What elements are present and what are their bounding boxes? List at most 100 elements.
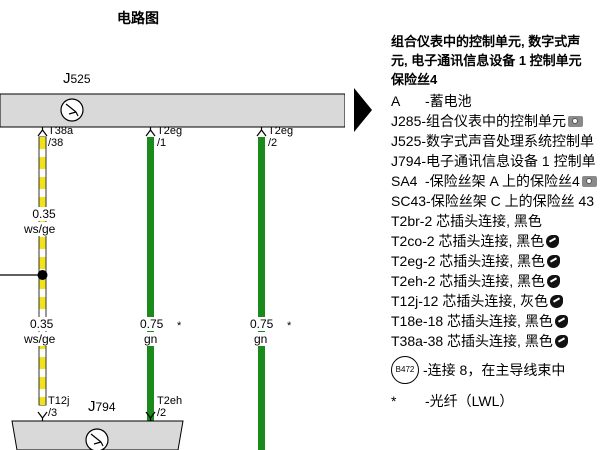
legend-desc: -保险丝架 A 上的保险丝4 — [425, 173, 580, 189]
plug-icon[interactable] — [547, 254, 561, 268]
j525-number: 525 — [70, 72, 91, 86]
legend-code: T12j — [391, 293, 419, 309]
legend-code: * — [391, 393, 397, 409]
j525-label: J525 — [63, 70, 91, 87]
wire-gn-2[interactable] — [258, 137, 265, 450]
legend-item: T2eh -2 芯插头连接, 黑色 — [391, 271, 604, 291]
pin-t2eg-2-top: T2eg — [268, 125, 294, 137]
pin-t38a-bot: /38 — [48, 137, 64, 149]
camera-icon[interactable] — [568, 115, 584, 127]
pin-t2eg-2: T2eg /2 — [268, 125, 293, 149]
arrow-right-icon — [354, 88, 372, 132]
camera-icon[interactable] — [581, 175, 597, 187]
legend-item: SA4 -保险丝架 A 上的保险丝4 — [391, 171, 604, 191]
legend-item-star: * -光纤（LWL） — [391, 391, 604, 411]
legend-code: SA4 — [391, 173, 418, 189]
wire-label-4-size: 0.75 — [250, 317, 274, 331]
pin-t38a: T38a /38 — [48, 125, 73, 149]
legend-code: T2co — [391, 233, 423, 249]
j525-box[interactable] — [0, 93, 345, 128]
legend-code: J525 — [391, 133, 422, 149]
legend-desc: -38 芯插头连接, 黑色 — [422, 333, 553, 349]
legend-code: T2br — [391, 213, 420, 229]
legend-item: T12j -12 芯插头连接, 灰色 — [391, 291, 604, 311]
legend-code: J794 — [391, 153, 422, 169]
legend-item-b472: B472 -连接 8，在主导线束中 — [391, 355, 604, 385]
pin-t12j: T12j /3 — [48, 395, 69, 419]
legend-header-1: 组合仪表中的控制单元, 数字式声 — [391, 34, 581, 49]
legend-code: SC43 — [391, 193, 427, 209]
legend-item: T2co -2 芯插头连接, 黑色 — [391, 231, 604, 251]
plug-icon[interactable] — [547, 274, 561, 288]
legend-item: J794 -电子通讯信息设备 1 控制单 — [391, 151, 604, 171]
pin-t12j-top: T12j — [48, 395, 70, 407]
legend-item: J285 -组合仪表中的控制单元 — [391, 111, 604, 131]
wire-label-3-color: gn — [144, 332, 158, 346]
legend-code: T2eg — [391, 253, 423, 269]
pin-t2eg-1-bot: /1 — [157, 137, 167, 149]
wire-label-1-color: ws/ge — [24, 222, 56, 236]
legend-desc: -18 芯插头连接, 黑色 — [422, 313, 553, 329]
legend-desc: -2 芯插头连接, 黑色 — [422, 253, 546, 269]
plug-icon[interactable] — [554, 314, 568, 328]
j525-ground-icon — [60, 98, 84, 122]
j794-number: 794 — [95, 400, 116, 414]
legend-item: T2eg -2 芯插头连接, 黑色 — [391, 251, 604, 271]
pin-t2eh-bot: /2 — [157, 407, 167, 419]
legend-code: T18e — [391, 313, 423, 329]
legend-desc: -保险丝架 C 上的保险丝 43 — [426, 193, 595, 209]
diagram-title: 电路图 — [117, 10, 159, 26]
j794-ground-icon — [85, 428, 109, 450]
legend-code: J285 — [391, 113, 422, 129]
b472-circle: B472 — [391, 356, 419, 384]
plug-icon[interactable] — [546, 234, 560, 248]
circuit-svg — [0, 93, 345, 450]
wire-gn-1[interactable] — [147, 137, 154, 450]
legend-desc: -12 芯插头连接, 灰色 — [418, 293, 549, 309]
legend-header-3: 保险丝4 — [391, 72, 438, 87]
legend-item: A -蓄电池 — [391, 91, 604, 111]
wire-label-2-color: ws/ge — [24, 332, 56, 346]
pin-t2eg-1: T2eg /1 — [157, 125, 182, 149]
legend-panel: 组合仪表中的控制单元, 数字式声 元, 电子通讯信息设备 1 控制单元 保险丝4… — [391, 32, 604, 411]
legend-item: T2br -2 芯插头连接, 黑色 — [391, 211, 604, 231]
legend-item: SC43 -保险丝架 C 上的保险丝 43 — [391, 191, 604, 211]
pin-t2eh-top: T2eh — [157, 395, 183, 407]
legend-header-2: 元, 电子通讯信息设备 1 控制单元 — [391, 53, 582, 68]
pin-t2eh: T2eh /2 — [157, 395, 182, 419]
wire-label-2-size: 0.35 — [30, 317, 54, 331]
plug-icon[interactable] — [550, 294, 564, 308]
legend-desc: -2 芯插头连接, 黑色 — [422, 273, 546, 289]
legend-desc: -电子通讯信息设备 1 控制单 — [421, 153, 596, 169]
wire-label-4-color: gn — [254, 332, 268, 346]
legend-list: A -蓄电池 J285 -组合仪表中的控制单元 J525 -数字式声音处理系统控… — [391, 91, 604, 411]
legend-code: T2eh — [391, 273, 423, 289]
legend-desc: -光纤（LWL） — [425, 393, 514, 409]
pin-t12j-bot: /3 — [48, 407, 58, 419]
wire-label-3-mark: * — [177, 320, 182, 332]
legend-desc: -2 芯插头连接, 黑色 — [422, 233, 545, 249]
legend-code: A — [391, 93, 401, 109]
legend-item: J525 -数字式声音处理系统控制单 — [391, 131, 604, 151]
pin-t2eg-1-top: T2eg — [157, 125, 183, 137]
legend-desc: -2 芯插头连接, 黑色 — [419, 213, 542, 229]
wire-label-4-mark: * — [287, 320, 292, 332]
legend-desc: -蓄电池 — [425, 93, 472, 109]
splice-dot — [37, 270, 48, 280]
legend-item: T18e -18 芯插头连接, 黑色 — [391, 311, 604, 331]
j525-letter: J — [63, 70, 71, 87]
b472-code: B472 — [395, 365, 415, 374]
legend-item: T38a -38 芯插头连接, 黑色 — [391, 331, 604, 351]
legend-desc: -数字式声音处理系统控制单 — [421, 133, 595, 149]
j794-letter: J — [88, 398, 96, 415]
plug-icon[interactable] — [554, 334, 568, 348]
legend-desc: -连接 8，在主导线束中 — [423, 362, 566, 378]
wire-label-1: 0.35 — [30, 207, 58, 221]
wire-label-1-size: 0.35 — [32, 207, 56, 221]
legend-desc: -组合仪表中的控制单元 — [421, 113, 567, 129]
j794-label: J794 — [88, 398, 116, 415]
wire-label-3-size: 0.75 — [140, 317, 164, 331]
pin-t38a-top: T38a — [48, 125, 74, 137]
pin-t2eg-2-bot: /2 — [268, 137, 278, 149]
legend-code: T38a — [391, 333, 423, 349]
